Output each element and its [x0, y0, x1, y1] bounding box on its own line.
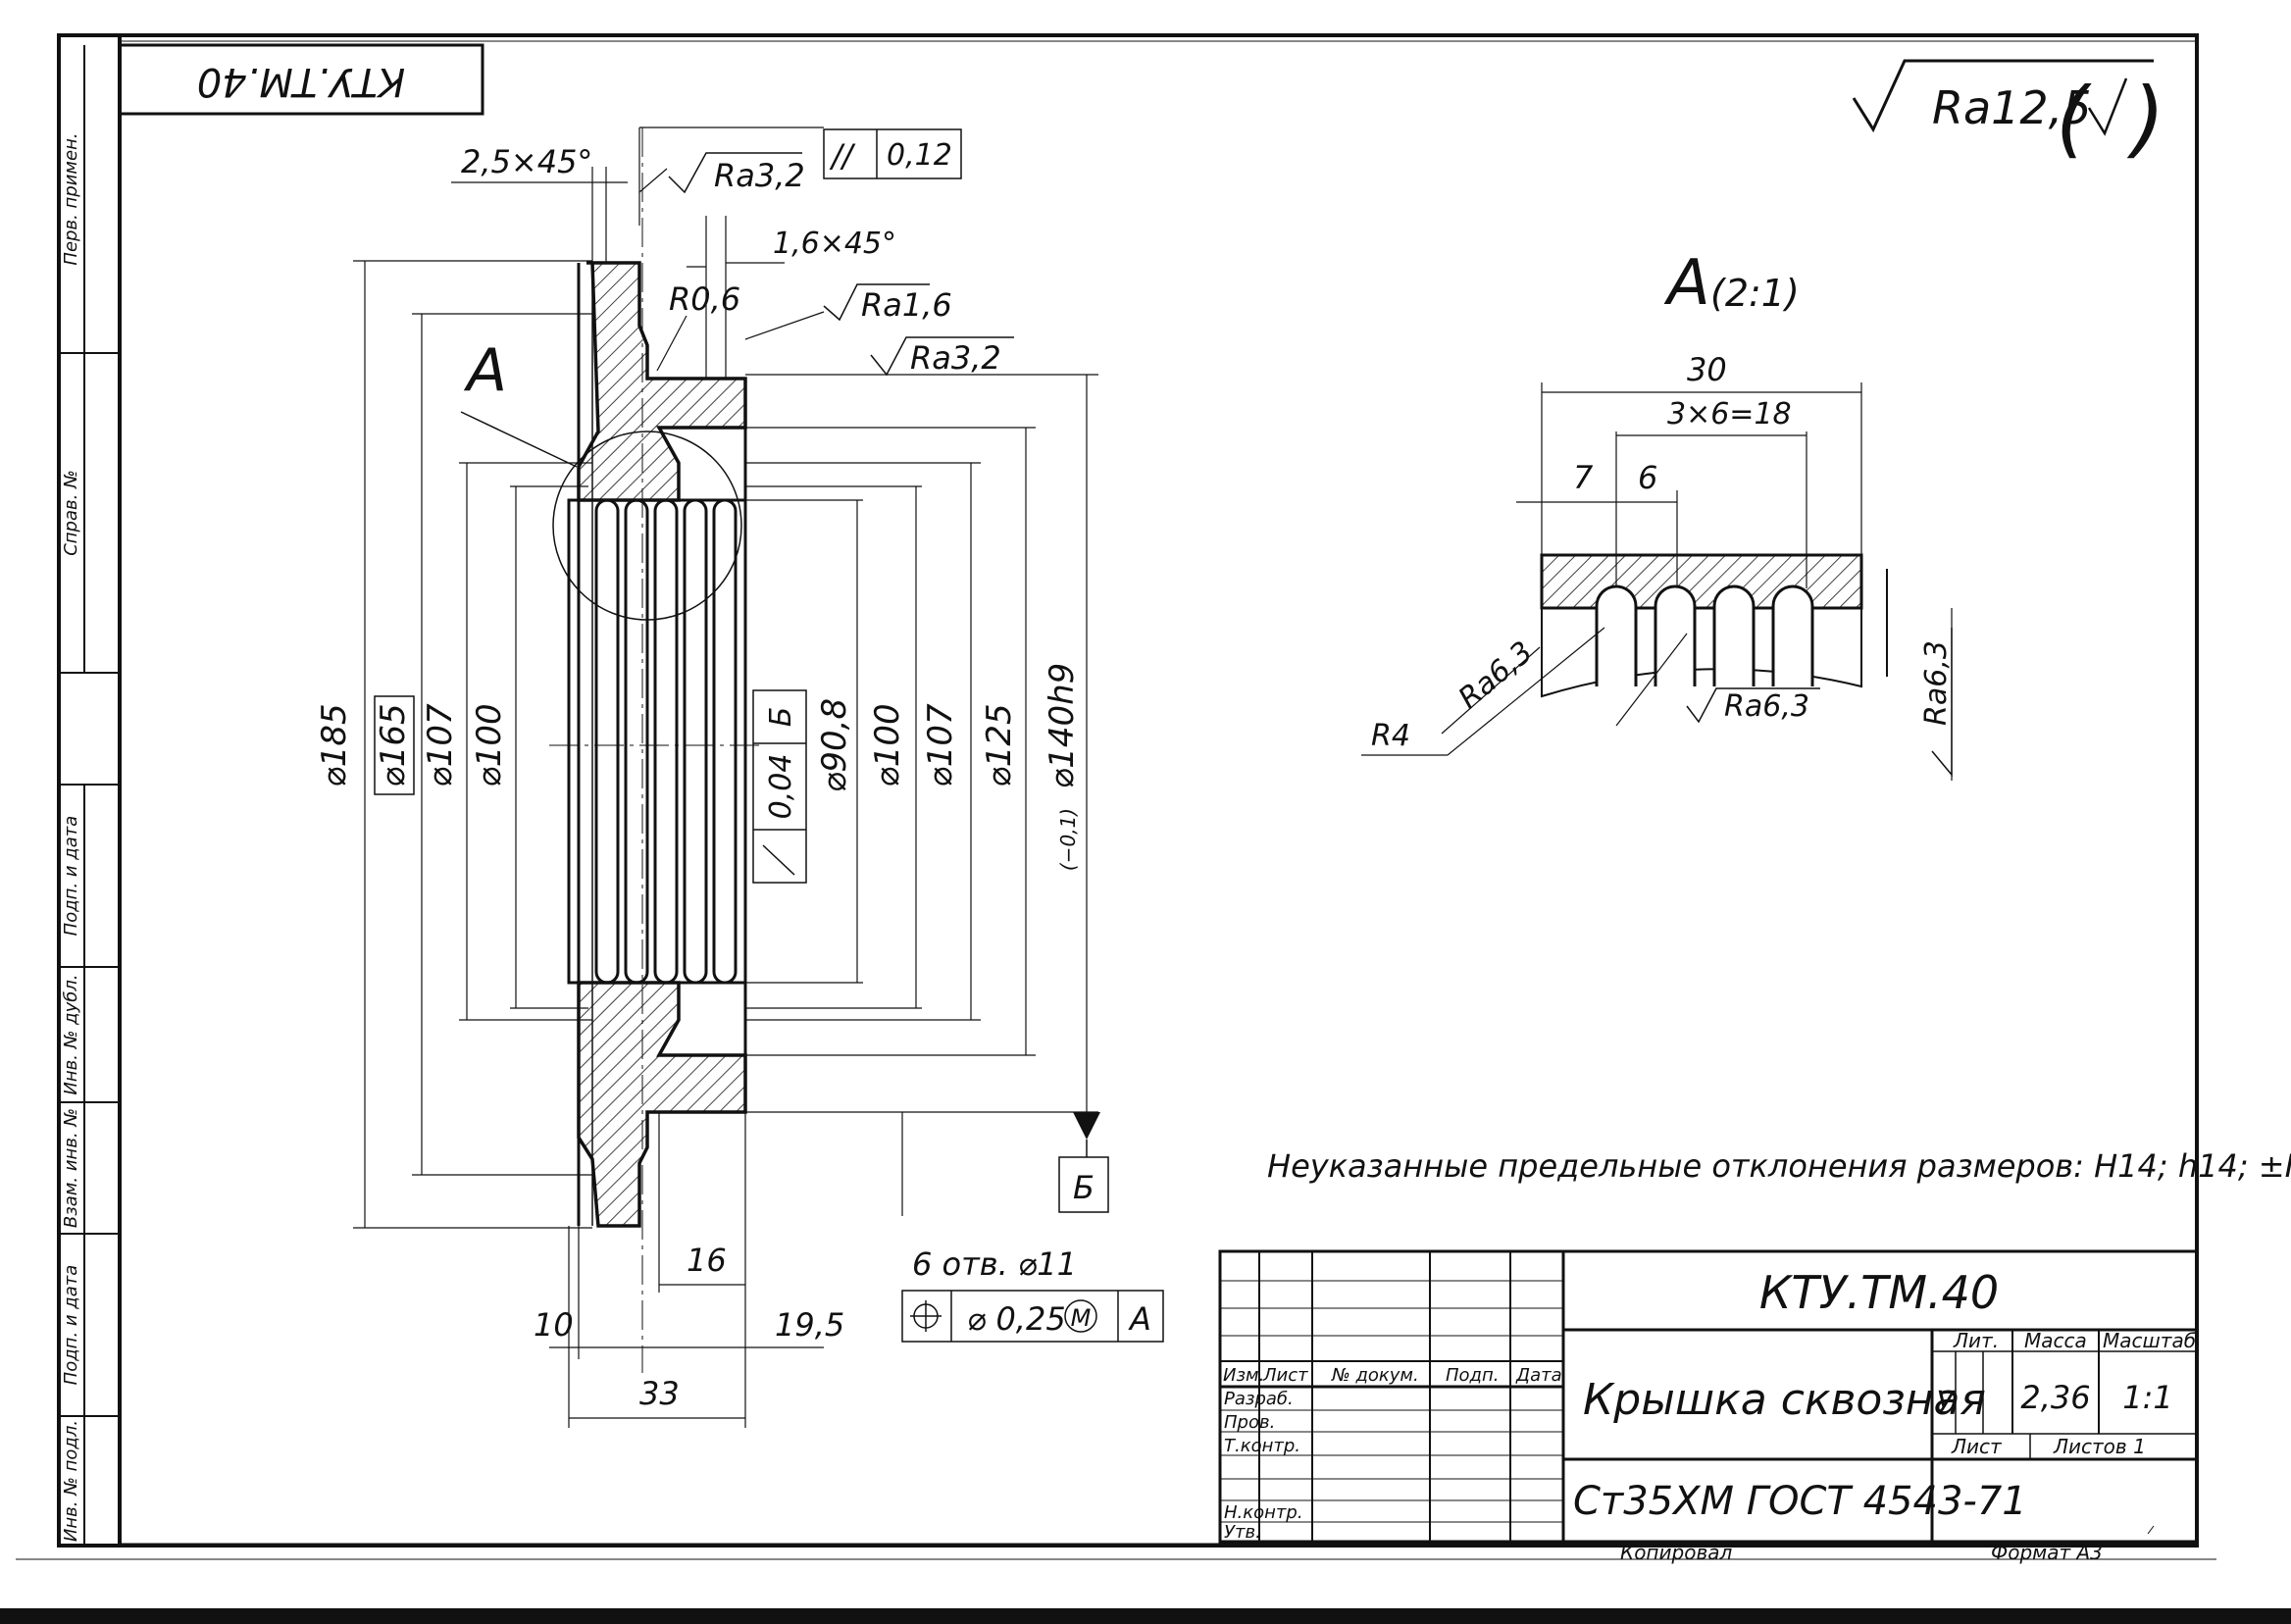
- top-annotations: 2,5×45° Ra3,2 // 0,12 1,6×45° R0,6 Ra1,6…: [451, 127, 1014, 379]
- grooves: [594, 498, 738, 985]
- side-label-2: Справ. №: [61, 470, 81, 556]
- dim-d140: ⌀140h9: [1043, 663, 1082, 789]
- chamfer-top: 2,5×45°: [461, 143, 592, 180]
- role-5: Утв.: [1224, 1522, 1261, 1543]
- runout-value: 0,04: [764, 754, 798, 820]
- general-roughness-value: Ra12,5: [1932, 81, 2092, 134]
- material: Ст35ХМ ГОСТ 4543-71: [1573, 1479, 2027, 1524]
- bracket-close: ): [2126, 70, 2165, 168]
- hdr-doc: № докум.: [1331, 1365, 1419, 1386]
- dim-d100-left: ⌀100: [470, 703, 509, 787]
- role-1: Разраб.: [1224, 1389, 1294, 1409]
- rotated-code-box: КТУ.ТМ.40: [118, 43, 484, 116]
- datum-b: Б: [1058, 1112, 1109, 1213]
- detail-dim-30: 30: [1687, 351, 1727, 388]
- detail-title: А: [1663, 247, 1710, 320]
- side-label-4: Инв. № дубл.: [61, 974, 81, 1094]
- drawing-code: КТУ.ТМ.40: [1759, 1266, 1999, 1319]
- main-section-view: А: [460, 127, 765, 1373]
- hdr-sheet: Лист: [1951, 1435, 2003, 1458]
- part-title: Крышка сквозная: [1583, 1375, 1986, 1425]
- detail-dim-3x6: 3×6=18: [1667, 397, 1792, 431]
- hdr-scale: Масштаб: [2103, 1329, 2196, 1352]
- detail-view: А (2:1) 30 3×6=18 7 6 R4 Ra6,3 Ra: [1361, 247, 1954, 781]
- position-datum: А: [1128, 1300, 1151, 1338]
- position-value: ⌀ 0,25: [967, 1300, 1066, 1338]
- dim-d107-left: ⌀107: [421, 703, 460, 787]
- dim-d107-right: ⌀107: [921, 703, 960, 787]
- detail-ra-bottom: Ra6,3: [1724, 689, 1809, 724]
- hdr-sheets: Листов 1: [2053, 1435, 2146, 1458]
- dim-10: 10: [534, 1306, 574, 1344]
- holes-note: 6 отв. ⌀11: [912, 1245, 1077, 1283]
- dim-19-5: 19,5: [775, 1306, 844, 1344]
- dim-d165: ⌀165: [374, 703, 413, 787]
- check-mark-icon: [2087, 77, 2128, 136]
- hdr-lit: Лит.: [1953, 1329, 1999, 1352]
- letter-value: У: [1936, 1386, 1956, 1420]
- runout-tolerance: Б 0,04: [752, 689, 807, 884]
- role-3: Т.контр.: [1224, 1436, 1300, 1456]
- side-label-5: Взам. инв. №: [61, 1108, 81, 1228]
- detail-dim-7: 7: [1573, 459, 1594, 496]
- bottom-dimensions: 16 10 19,5 33 6 отв. ⌀11 ⌀ 0,25 M А: [534, 1112, 1164, 1428]
- hdr-sign: Подп.: [1446, 1365, 1499, 1386]
- rotated-code: КТУ.ТМ.40: [197, 59, 405, 104]
- general-note: Неуказанные предельные отклонения размер…: [1267, 1147, 2291, 1185]
- radius-label: R0,6: [669, 280, 740, 318]
- dim-d100-right: ⌀100: [868, 703, 907, 787]
- diameter-dimensions: ⌀185 ⌀165 ⌀107 ⌀100 ⌀90,8 ⌀100 ⌀107 ⌀125: [315, 260, 1098, 1229]
- side-label-3: Подп. и дата: [61, 816, 81, 937]
- dim-d125: ⌀125: [980, 703, 1019, 787]
- detail-ra-right: Ra6,3: [1919, 640, 1954, 726]
- copied-label: Копировал: [1620, 1541, 1732, 1564]
- side-label-1: Перв. примен.: [61, 132, 81, 265]
- parallel-value: 0,12: [887, 138, 952, 173]
- scan-edge: [0, 1608, 2291, 1624]
- ra-face: Ra3,2: [714, 157, 805, 194]
- side-label-7: Инв. № подл.: [61, 1420, 81, 1542]
- role-4: Н.контр.: [1224, 1502, 1303, 1523]
- dim-16: 16: [687, 1242, 727, 1279]
- side-column: Перв. примен. Справ. № Подп. и дата Инв.…: [57, 45, 120, 1546]
- dim-33: 33: [639, 1375, 680, 1412]
- hdr-date: Дата: [1515, 1365, 1562, 1386]
- section-label: А: [463, 336, 507, 405]
- hdr-mass: Масса: [2024, 1329, 2087, 1352]
- detail-dim-6: 6: [1638, 459, 1657, 496]
- bracket-open: (: [2056, 70, 2092, 168]
- general-roughness: Ra12,5 ( ): [1852, 59, 2165, 168]
- ra-outer: Ra3,2: [910, 339, 1001, 377]
- detail-r4: R4: [1371, 719, 1410, 753]
- dim-d140-tolerance: (−0,1): [1056, 808, 1080, 871]
- datum-b-label: Б: [1073, 1169, 1095, 1206]
- title-block: Изм. Лист № докум. Подп. Дата Разраб. Пр…: [1218, 1249, 2199, 1544]
- dim-d185: ⌀185: [315, 703, 354, 787]
- runout-arrow-icon: [762, 844, 795, 876]
- ra-bore: Ra1,6: [861, 286, 952, 324]
- hdr-list: Лист: [1262, 1365, 1308, 1386]
- role-2: Пров.: [1224, 1412, 1275, 1433]
- chamfer-mid: 1,6×45°: [773, 227, 896, 261]
- runout-datum: Б: [764, 707, 798, 728]
- scale-value: 1:1: [2122, 1379, 2173, 1416]
- parallel-symbol: //: [829, 137, 856, 175]
- dim-d90-8: ⌀90,8: [815, 698, 854, 792]
- mass-value: 2,36: [2020, 1379, 2090, 1416]
- hdr-izm: Изм.: [1223, 1365, 1264, 1386]
- format-label: Формат А3: [1991, 1541, 2103, 1564]
- detail-scale: (2:1): [1710, 272, 1800, 315]
- position-modifier: M: [1071, 1304, 1092, 1332]
- detail-callout-circle: [552, 431, 742, 621]
- side-label-6: Подп. и дата: [61, 1265, 81, 1386]
- detail-ra-left: Ra6,3: [1452, 634, 1540, 716]
